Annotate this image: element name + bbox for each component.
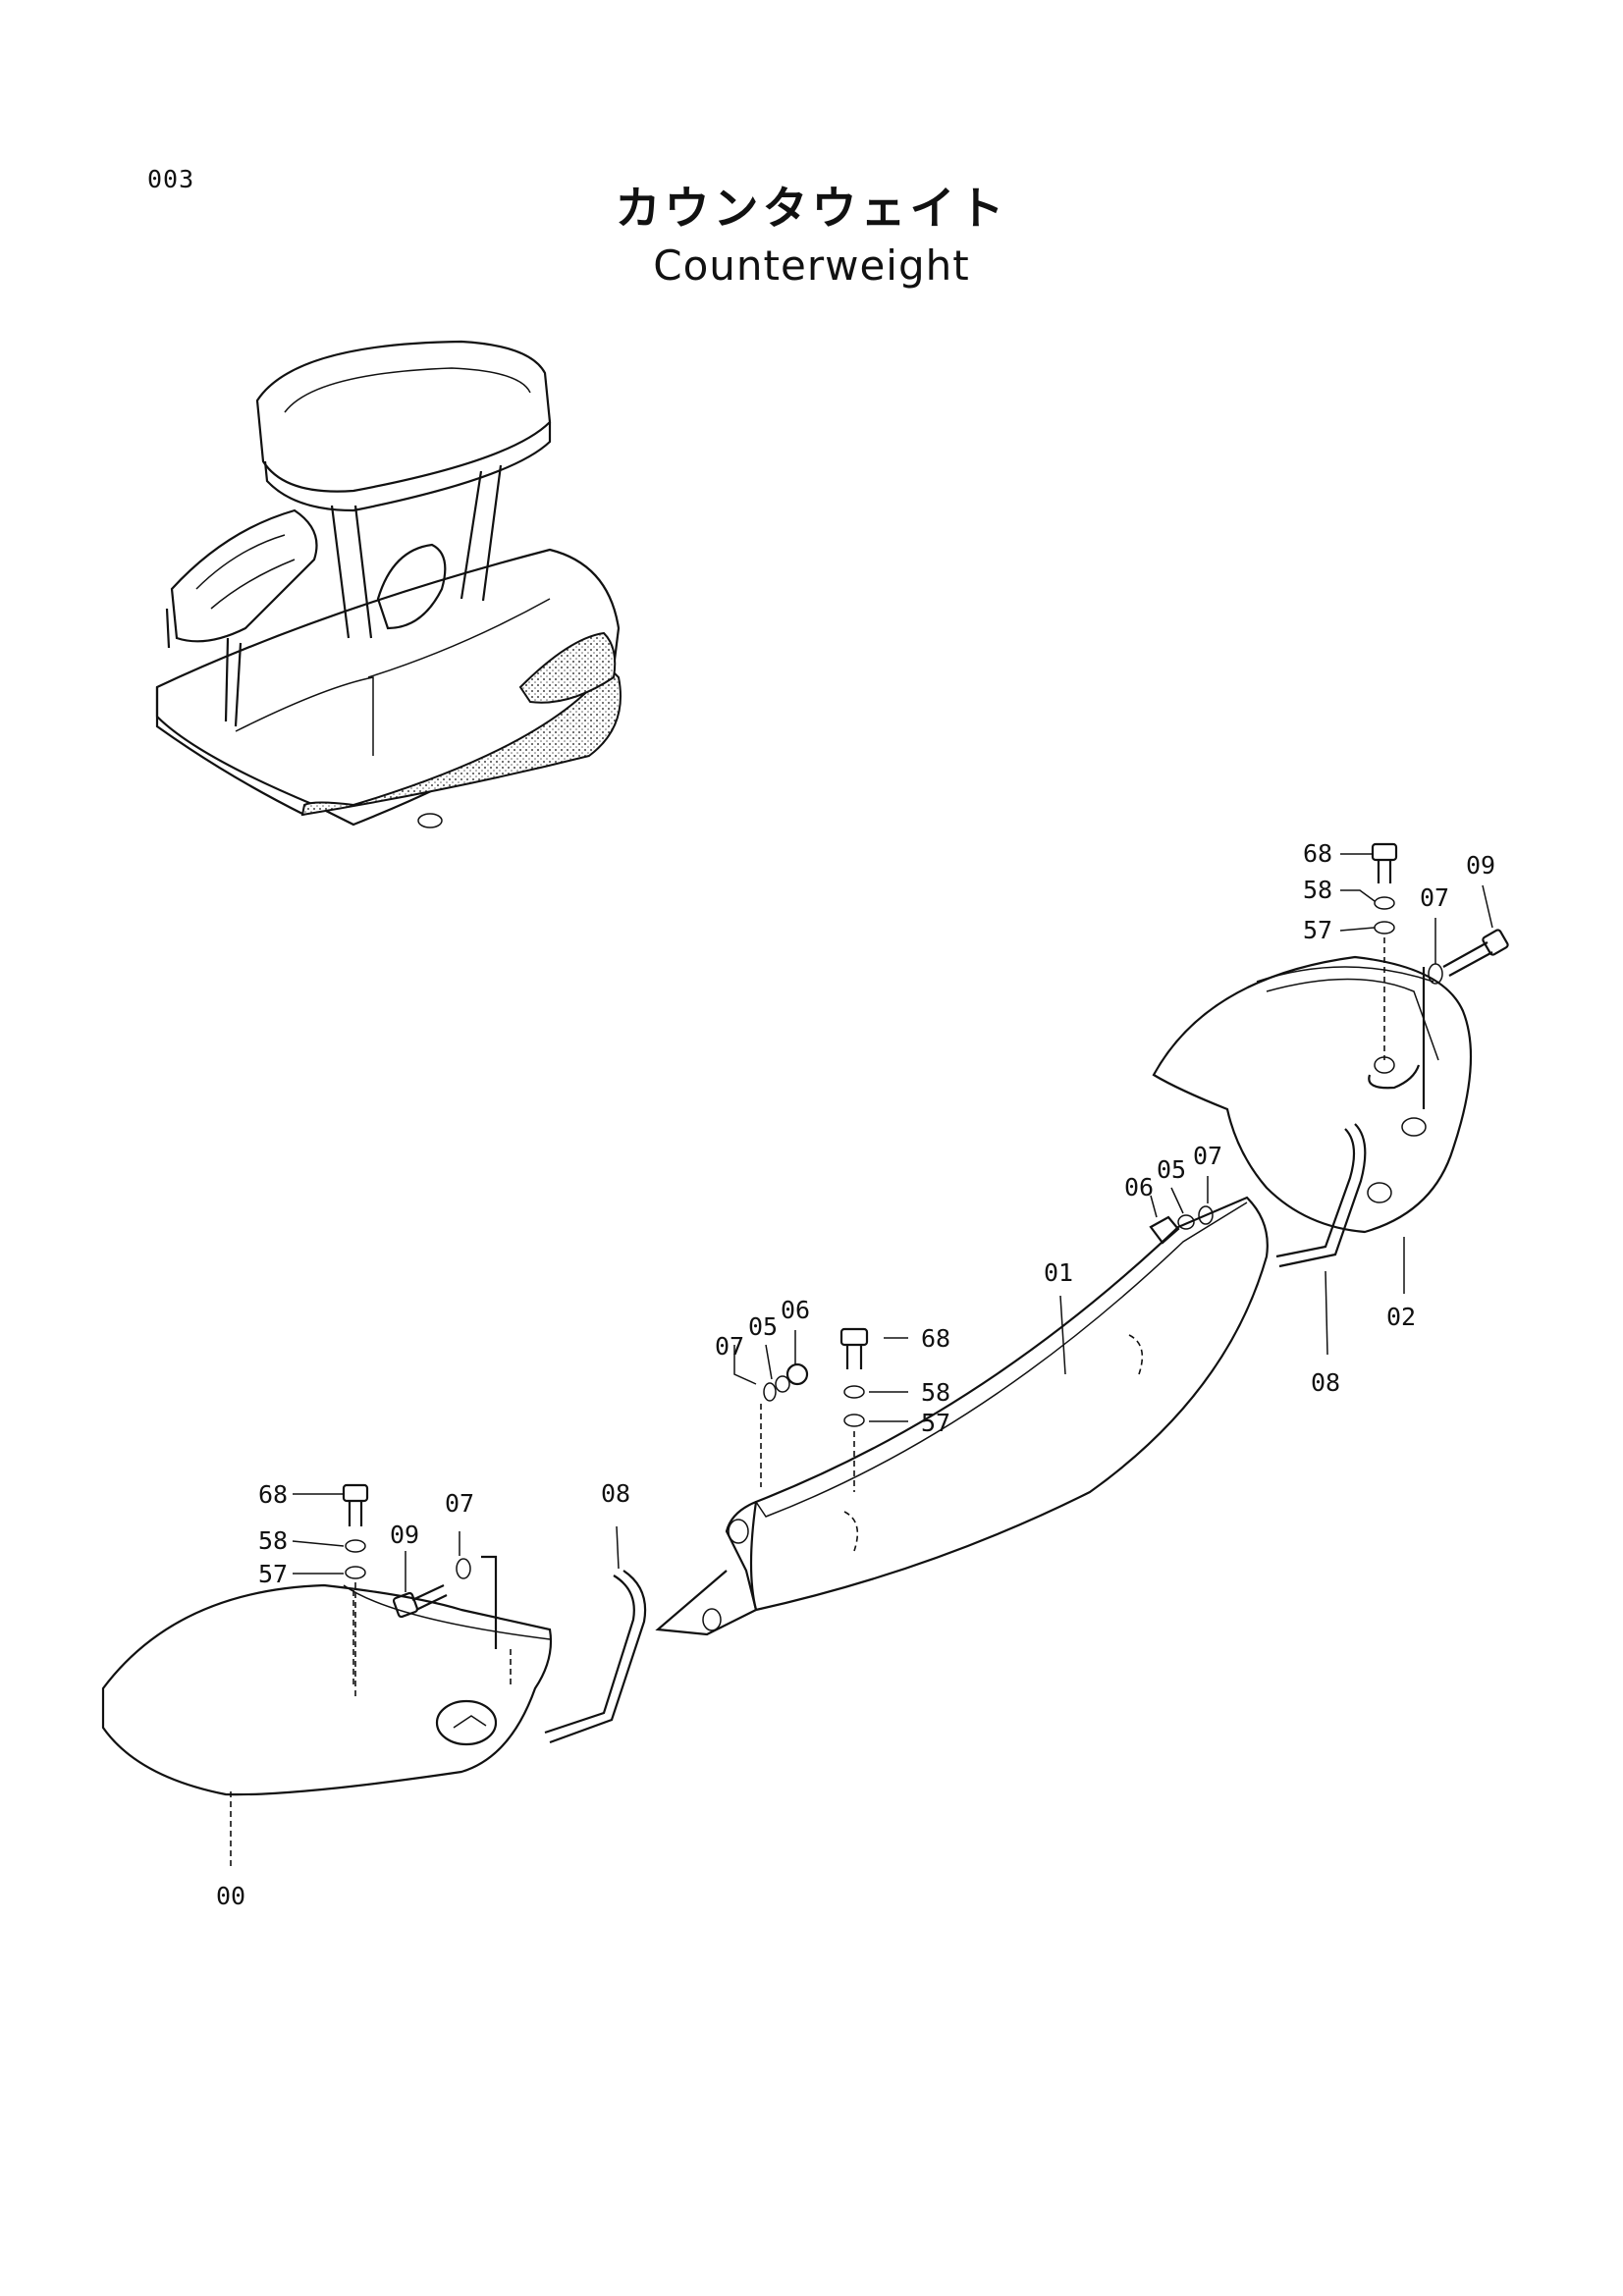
callout-57-left: 57 xyxy=(258,1560,288,1588)
title-japanese: カウンタウェイト xyxy=(615,182,1008,235)
callout-09-top-right: 09 xyxy=(1466,851,1495,880)
callout-02: 02 xyxy=(1386,1303,1416,1331)
callout-58-center: 58 xyxy=(921,1378,950,1407)
callout-06-center: 06 xyxy=(781,1296,810,1324)
leader-lines xyxy=(230,853,1493,1870)
callout-07-top-right: 07 xyxy=(1420,883,1449,912)
callout-07-right: 07 xyxy=(1193,1142,1222,1170)
callout-57-center: 57 xyxy=(921,1409,950,1437)
callout-68-top-right: 68 xyxy=(1303,839,1332,868)
callout-09-left: 09 xyxy=(390,1521,419,1549)
callout-68-center: 68 xyxy=(921,1324,950,1353)
title-english: Counterweight xyxy=(653,241,970,290)
callout-58-top-right: 58 xyxy=(1303,876,1332,904)
callout-01: 01 xyxy=(1044,1258,1073,1287)
callout-58-left: 58 xyxy=(258,1526,288,1555)
hardware-bolts-washers xyxy=(342,842,1509,1698)
callout-labels: 68 58 57 07 09 06 05 07 02 08 01 07 05 0… xyxy=(216,839,1495,1910)
callout-07-center: 07 xyxy=(715,1332,744,1361)
callout-00: 00 xyxy=(216,1882,245,1910)
callout-06-right: 06 xyxy=(1124,1173,1154,1201)
page-number: 003 xyxy=(147,165,195,193)
callout-68-left: 68 xyxy=(258,1480,288,1509)
callout-08-left: 08 xyxy=(601,1479,630,1508)
machine-overview-illustration xyxy=(155,340,622,828)
callout-05-center: 05 xyxy=(748,1312,778,1341)
callout-08-right: 08 xyxy=(1311,1368,1340,1397)
counterweight-right-part-02 xyxy=(1152,955,1473,1234)
counterweight-left-part-00 xyxy=(101,1583,553,1796)
callout-07-left: 07 xyxy=(445,1489,474,1518)
counterweight-center-part-01 xyxy=(655,1196,1269,1636)
callout-05-right: 05 xyxy=(1157,1155,1186,1184)
seal-right-part-08 xyxy=(1275,1123,1367,1268)
callout-57-top-right: 57 xyxy=(1303,916,1332,944)
seal-left-part-08 xyxy=(544,1570,647,1744)
